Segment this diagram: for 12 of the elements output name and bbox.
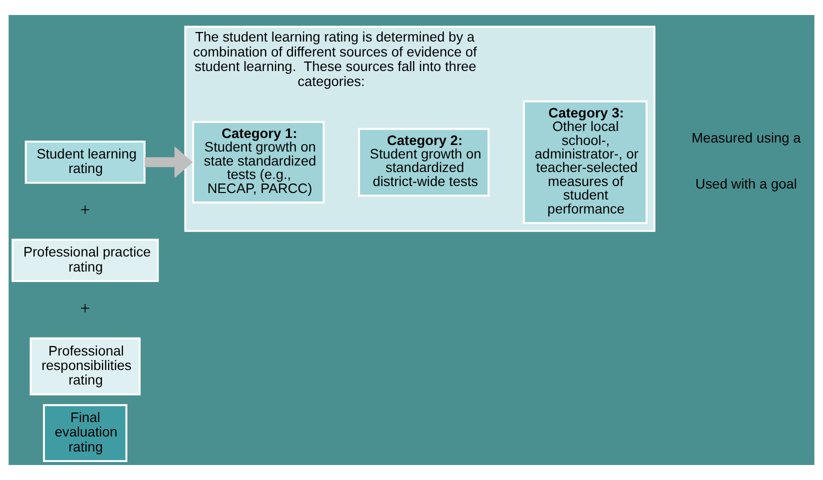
node-box: Final evaluation rating [42, 404, 128, 462]
node-box: Student learning rating [24, 140, 146, 184]
label: + [80, 200, 90, 220]
label: Measured using a [692, 130, 801, 146]
node-box: Category 1: Student growth on state standardized tests (e.g., NECAP, PARCC) [192, 121, 325, 204]
node-box: Category 2: Student growth on standardized district-wide tests [358, 128, 490, 197]
node-box: Professional practice rating [12, 238, 159, 282]
label: + [80, 298, 90, 318]
node-box: Professional responsibilities rating [30, 337, 141, 396]
label: Used with a goal [695, 176, 797, 192]
arrow [144, 146, 193, 178]
node-box: Category 3: Other local school-, administrator-, or teacher-selected measures of student performance [522, 100, 648, 224]
